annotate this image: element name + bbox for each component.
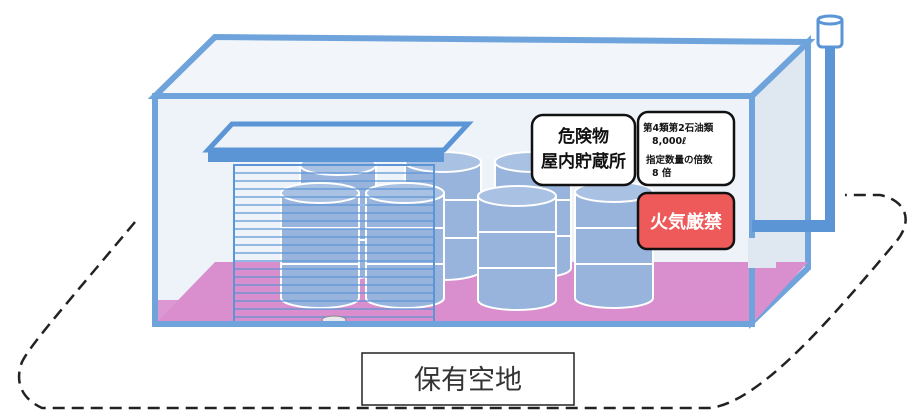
info-sign-line3: 指定数量の倍数	[646, 154, 713, 166]
ventilation-pipe	[748, 14, 844, 268]
drum	[477, 185, 557, 311]
drum-group-front	[280, 181, 654, 311]
facility-sign-line2: 屋内貯蔵所	[541, 151, 626, 172]
info-sign-line1: 第4類第2石油類	[643, 122, 714, 134]
floor-front	[155, 300, 752, 324]
fire-sign-text: 火気厳禁	[650, 211, 722, 233]
open-space-label: 保有空地	[414, 365, 522, 396]
info-sign-line4: 8 倍	[652, 167, 672, 179]
facility-sign-line1: 危険物	[557, 126, 609, 147]
fire-prohibition-sign: 火気厳禁	[636, 191, 736, 251]
building-roof	[147, 33, 816, 99]
facility-sign: 危険物 屋内貯蔵所	[530, 113, 637, 187]
info-sign: 第4類第2石油類 8,000ℓ 指定数量の倍数 8 倍	[636, 110, 736, 187]
drum	[574, 181, 654, 309]
info-sign-line2: 8,000ℓ	[652, 136, 687, 147]
shutter-box-front	[208, 150, 444, 162]
shutter-box-top	[202, 121, 474, 153]
building-front-outline	[152, 93, 755, 327]
open-space-boundary	[17, 193, 907, 410]
open-space-label-box: 保有空地	[361, 352, 575, 406]
drum	[280, 182, 360, 309]
drum	[365, 182, 445, 309]
